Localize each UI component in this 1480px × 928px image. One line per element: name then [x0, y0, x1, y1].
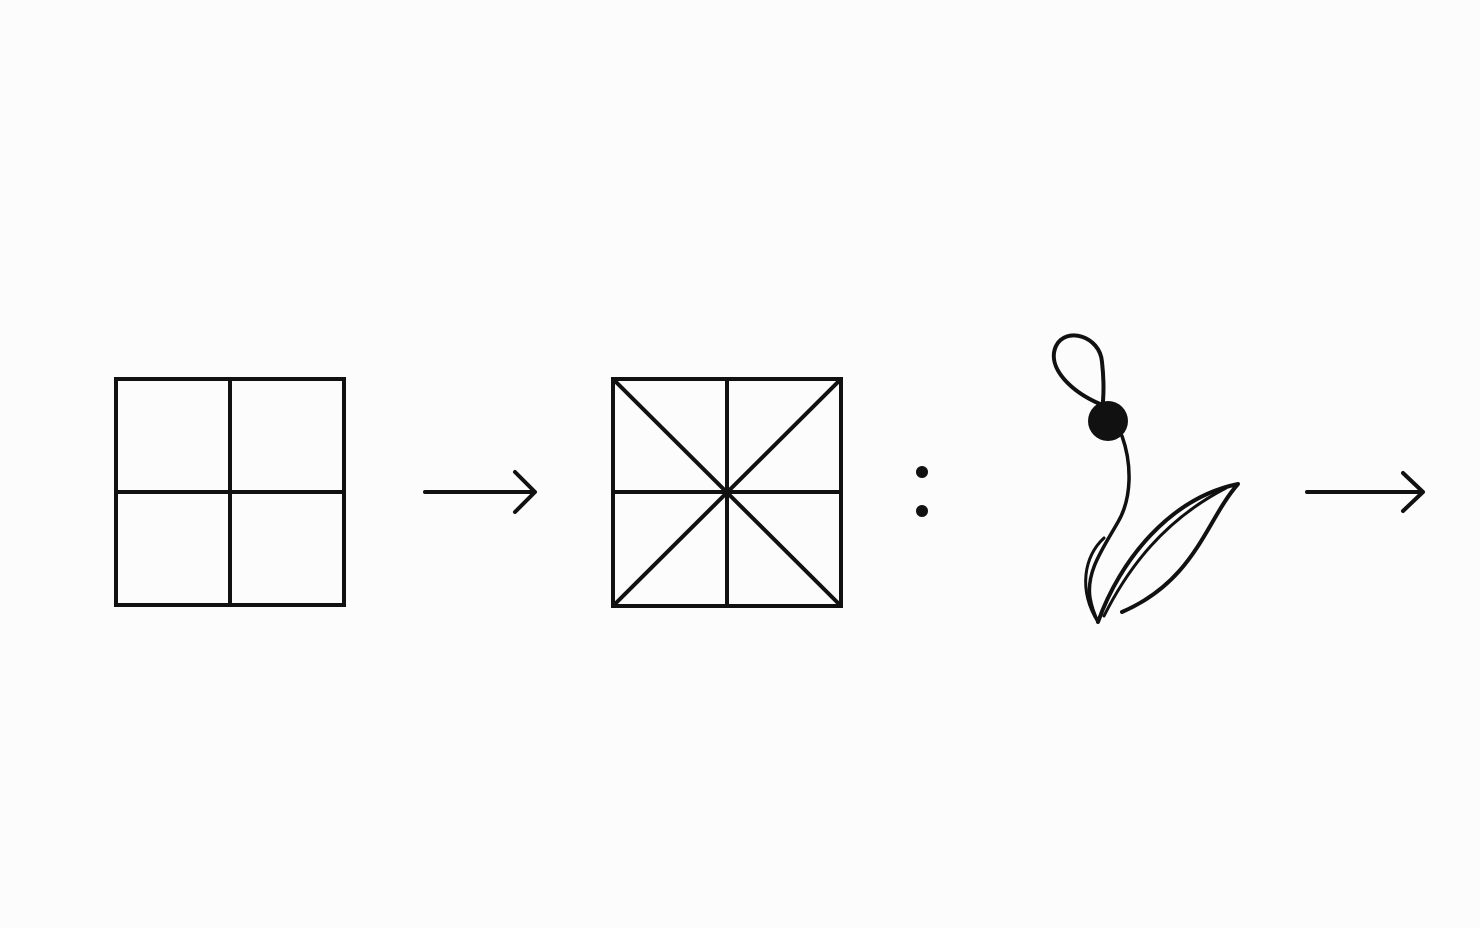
diagonal-2 [611, 377, 843, 608]
arrow-right-icon [1305, 471, 1425, 513]
ratio-colon-icon [916, 466, 928, 517]
arrow-right-icon [423, 470, 537, 514]
grid-square-with-diagonals [611, 377, 843, 608]
plant-sprout-icon [1052, 333, 1240, 624]
grid-square-2x2 [114, 377, 346, 607]
